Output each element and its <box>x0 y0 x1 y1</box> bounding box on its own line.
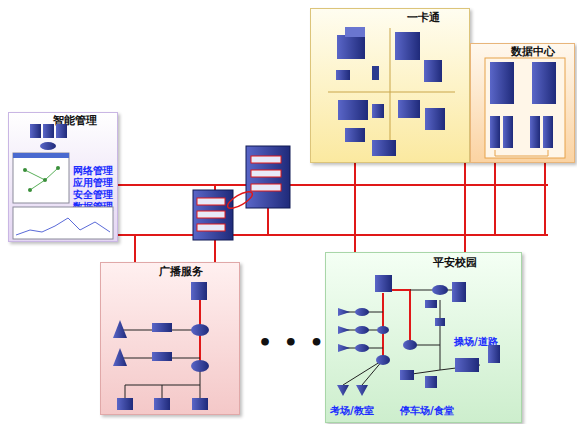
item-label: 数据管理 <box>73 201 113 212</box>
item-label: 操场/道路 <box>454 336 498 347</box>
management-illustration <box>13 124 113 239</box>
broadcast-illustration <box>113 282 209 410</box>
broadcast-panel: 广播服务 <box>100 262 240 415</box>
item-label: 考场/教室 <box>330 405 374 416</box>
item-label: 安全管理 <box>73 189 113 200</box>
ellipsis-mark: • • • <box>258 330 326 355</box>
item-label: 网络管理 <box>73 165 113 176</box>
core-switch <box>193 146 290 240</box>
datacenter-panel: 数据中心 <box>470 43 575 163</box>
card-system-illustration <box>328 27 455 156</box>
campus-panel: 平安校园操场/道路考场/教室 停车场/食堂 <box>325 252 522 423</box>
management-panel: 智能管理网络管理应用管理安全管理数据管理 <box>8 112 118 242</box>
item-label: 应用管理 <box>73 177 113 188</box>
card-panel: 一卡通 <box>310 8 470 163</box>
panel-heading: 平安校园 <box>433 257 477 269</box>
panel-heading: 广播服务 <box>159 266 203 278</box>
panel-heading: 一卡通 <box>407 12 440 24</box>
panel-heading: 智能管理 <box>53 115 97 127</box>
item-label: 停车场/食堂 <box>400 405 454 416</box>
panel-heading: 数据中心 <box>511 46 555 58</box>
datacenter-illustration <box>485 58 565 158</box>
campus-security-illustration <box>337 275 500 396</box>
